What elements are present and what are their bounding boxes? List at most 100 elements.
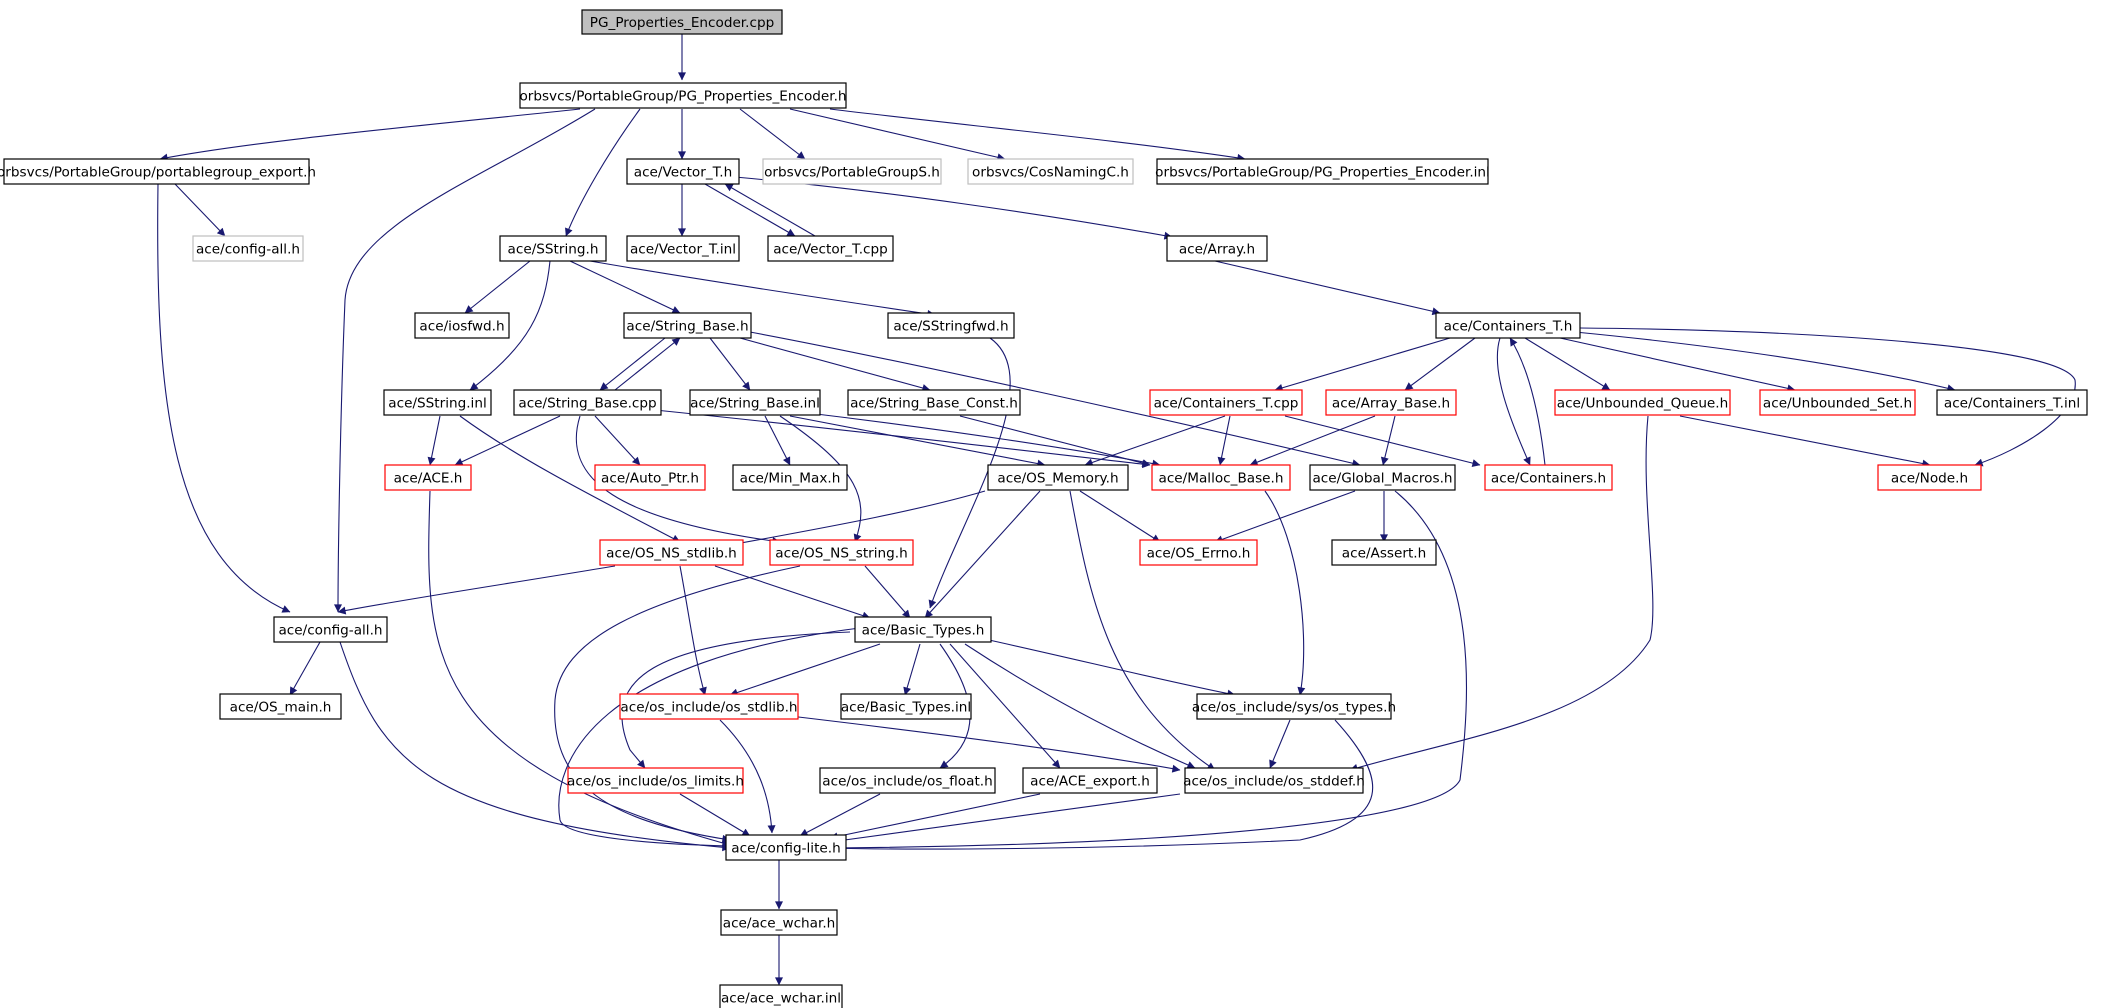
node-node[interactable]: ace/Node.h [1877,464,1982,491]
node-label: ace/Unbounded_Queue.h [1557,396,1729,412]
node-label: ace/Node.h [1891,471,1968,487]
edge-aceexport-to-cfglite [829,793,1041,841]
node-box [1139,539,1258,566]
edge-sstring-to-iosfwd [464,260,531,314]
node-containers[interactable]: ace/Containers.h [1484,464,1613,491]
node-arraybase[interactable]: ace/Array_Base.h [1325,389,1457,416]
node-contTcpp[interactable]: ace/Containers_T.cpp [1149,389,1303,416]
node-label: ace/OS_Errno.h [1147,546,1251,562]
node-label: ace/Global_Macros.h [1312,471,1452,487]
node-box [192,235,304,262]
node-box [987,464,1129,491]
node-box [383,389,492,416]
edge-contT-to-arraybase [1404,337,1476,391]
node-box [1759,389,1916,416]
edge-pg-encoder-h-to-export-h [159,108,581,162]
node-systypes[interactable]: ace/os_include/sys/os_types.h [1192,693,1396,720]
node-cosnaming[interactable]: orbsvcs/CosNamingC.h [967,158,1134,185]
node-label: ace/String_Base.cpp [518,396,656,412]
node-unbq[interactable]: ace/Unbounded_Queue.h [1554,389,1731,416]
edge-osstddef-to-cfglite [829,793,1181,845]
node-basictypes[interactable]: ace/Basic_Types.h [854,616,992,643]
edge-strbasecpp-to-strbase [614,337,681,391]
node-box [599,539,744,566]
node-osnsstring[interactable]: ace/OS_NS_string.h [769,539,914,566]
node-strbase[interactable]: ace/String_Base.h [623,312,752,339]
edge-basictypes-to-oslimits [621,631,851,769]
node-cfgall-grey[interactable]: ace/config-all.h [192,235,304,262]
edge-systypes-to-cfglite [829,719,1374,853]
node-contT[interactable]: ace/Containers_T.h [1435,312,1581,339]
node-box [840,693,972,720]
node-label: orbsvcs/PortableGroupS.h [764,165,940,181]
edge-systypes-to-osstddef [1269,719,1291,769]
node-sstrinl[interactable]: ace/SString.inl [383,389,492,416]
node-label: ace/Array_Base.h [1332,396,1450,412]
node-unbset[interactable]: ace/Unbounded_Set.h [1759,389,1916,416]
node-pgeinl[interactable]: orbsvcs/PortableGroup/PG_Properties_Enco… [1155,158,1490,185]
node-vecinl[interactable]: ace/Vector_T.inl [626,235,740,262]
node-malloc[interactable]: ace/Malloc_Base.h [1151,464,1291,491]
node-label: ace/os_include/os_float.h [822,774,992,790]
node-label: orbsvcs/PortableGroup/portablegroup_expo… [0,165,316,181]
node-oserrno[interactable]: ace/OS_Errno.h [1139,539,1258,566]
node-vector[interactable]: ace/Vector_T.h [626,158,740,185]
node-iosfwd[interactable]: ace/iosfwd.h [414,312,510,339]
node-label: ace/Containers_T.h [1444,319,1573,335]
node-pgS[interactable]: orbsvcs/PortableGroupS.h [762,158,942,185]
edge-arraybase-to-globmac [1380,415,1396,466]
edge-sstring-to-strbase [569,260,681,314]
node-aceexport[interactable]: ace/ACE_export.h [1022,767,1158,794]
edge-contT-to-unbq [1524,337,1611,391]
node-osnsstdlib[interactable]: ace/OS_NS_stdlib.h [599,539,744,566]
node-wchar[interactable]: ace/ace_wchar.h [720,909,838,936]
edge-strbasecpp-to-osnsstring [575,415,781,545]
node-minmax[interactable]: ace/Min_Max.h [732,464,848,491]
node-oslimits[interactable]: ace/os_include/os_limits.h [567,767,744,794]
node-osstdlib[interactable]: ace/os_include/os_stdlib.h [619,693,799,720]
node-cfglite[interactable]: ace/config-lite.h [725,834,847,861]
node-array[interactable]: ace/Array.h [1166,235,1268,262]
node-globmac[interactable]: ace/Global_Macros.h [1309,464,1456,491]
node-osfloat[interactable]: ace/os_include/os_float.h [819,767,996,794]
node-label: ace/iosfwd.h [419,319,504,335]
edge-malloc-to-systypes [1264,490,1306,696]
edge-osmem-to-osstddef [1069,490,1216,771]
node-ace[interactable]: ace/ACE.h [384,464,472,491]
edge-basictypes-to-osstddef [964,643,1196,769]
edge-cfgall-to-osmain [289,641,321,696]
node-contTinl[interactable]: ace/Containers_T.inl [1936,389,2088,416]
node-osstddef[interactable]: ace/os_include/os_stddef.h [1183,767,1365,794]
node-box [1166,235,1268,262]
node-box [1151,464,1291,491]
node-assert[interactable]: ace/Assert.h [1331,539,1437,566]
node-box [720,909,838,936]
edge-contTcpp-to-containers [1284,415,1481,468]
node-strbaseinl[interactable]: ace/String_Base.inl [689,389,821,416]
node-pgeh[interactable]: orbsvcs/PortableGroup/PG_Properties_Enco… [519,82,847,109]
node-label: ace/Vector_T.inl [630,242,736,258]
edge-sstrfwd-to-basictypes [928,337,1011,609]
node-wcharinl[interactable]: ace/ace_wchar.inl [719,984,843,1008]
node-strbasecpp[interactable]: ace/String_Base.cpp [513,389,662,416]
node-strbaseconst[interactable]: ace/String_Base_Const.h [847,389,1021,416]
edge-basictypes-to-aceexport [949,643,1061,769]
edge-osnsstdlib-to-cfgall [337,565,616,615]
node-label: ace/Vector_T.h [634,165,733,181]
node-box [967,158,1134,185]
node-sstring[interactable]: ace/SString.h [499,235,607,262]
node-cfgall[interactable]: ace/config-all.h [273,616,388,643]
node-box [414,312,510,339]
node-veccpp[interactable]: ace/Vector_T.cpp [767,235,894,262]
node-export[interactable]: orbsvcs/PortableGroup/portablegroup_expo… [0,158,316,185]
node-sstrfwd[interactable]: ace/SStringfwd.h [887,312,1015,339]
node-autoptr[interactable]: ace/Auto_Ptr.h [594,464,706,491]
edge-osmem-to-basictypes [924,490,1041,619]
node-label: ace/Basic_Types.h [862,623,985,639]
edge-globmac-to-cfglite [829,490,1468,852]
node-root[interactable]: PG_Properties_Encoder.cpp [581,9,783,35]
node-basicinl[interactable]: ace/Basic_Types.inl [840,693,972,720]
node-osmem[interactable]: ace/OS_Memory.h [987,464,1129,491]
node-osmain[interactable]: ace/OS_main.h [219,693,342,720]
